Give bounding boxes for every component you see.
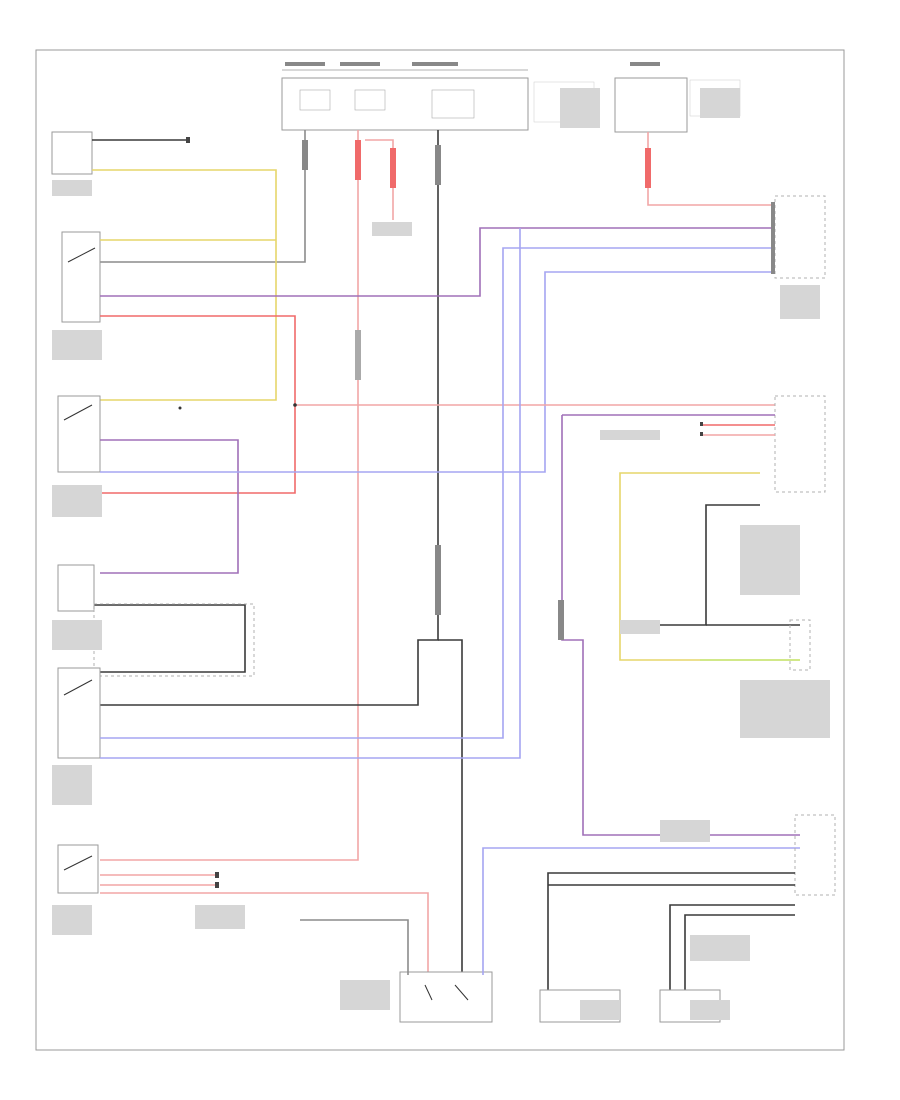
climate-control-module-top bbox=[771, 195, 826, 279]
climate-control-module-middle bbox=[558, 395, 826, 836]
driver-seat-back-heater bbox=[57, 564, 255, 677]
wire-red-middle bbox=[293, 403, 775, 407]
fuse-block-right bbox=[614, 62, 741, 133]
label-blocks bbox=[52, 88, 830, 1020]
driver-seat-cushion-heater bbox=[57, 228, 775, 759]
seat-heater-relay-bottom bbox=[300, 847, 800, 1023]
driver-seat-heater-module bbox=[619, 472, 811, 671]
diagram-frame bbox=[35, 49, 845, 1051]
wire-fuse-feeds bbox=[100, 130, 463, 975]
seat-heater-relay-left bbox=[57, 844, 429, 975]
passenger-seat-cushion-heater bbox=[61, 227, 775, 494]
passenger-seat-back-heater bbox=[57, 271, 775, 574]
wire-right-fuse-feed bbox=[645, 132, 775, 206]
passenger-seat-heater-switch bbox=[51, 131, 277, 401]
fuse-block-top bbox=[281, 62, 595, 131]
